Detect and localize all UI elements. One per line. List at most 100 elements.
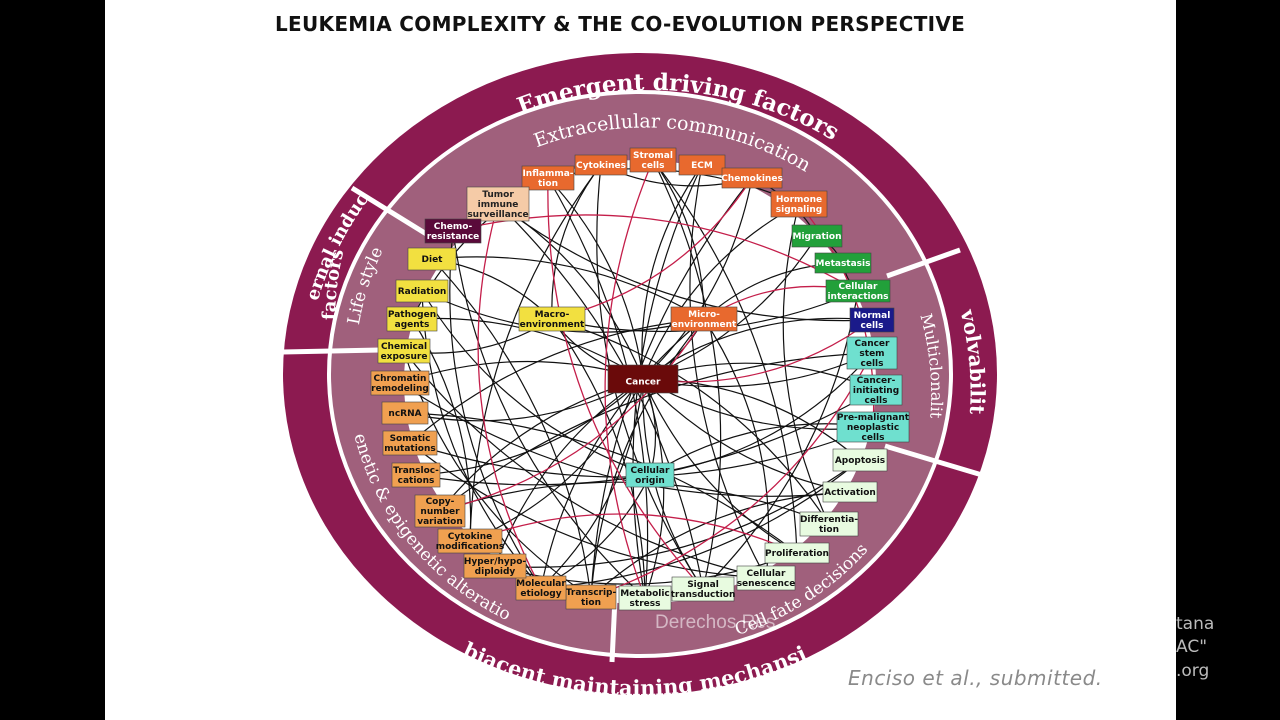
edge-transcription-micro <box>590 318 705 598</box>
edge-macro-metabolic <box>551 318 646 599</box>
node-label: Macro- <box>535 310 570 320</box>
node-label: Hormone <box>776 195 822 205</box>
node-label: environment <box>520 320 585 330</box>
node-label: Signal <box>687 580 719 590</box>
node-label: Cancer <box>626 377 662 387</box>
node-metastasis: Metastasis <box>814 252 872 274</box>
node-label: Cellular <box>839 282 878 292</box>
node-label: interactions <box>827 292 888 302</box>
edge-hormone-differentiation <box>782 203 830 525</box>
node-label: signaling <box>776 205 822 215</box>
node-label: Cytokines <box>576 161 626 171</box>
edge-senescence-micro <box>703 318 770 579</box>
node-label: Inflamma- <box>522 169 573 179</box>
edge-radiation-origin <box>421 290 651 476</box>
node-label: Tumor <box>482 190 514 200</box>
edge-activation-transcription <box>590 491 851 598</box>
node-label: resistance <box>427 232 480 242</box>
node-label: Micro- <box>688 310 720 320</box>
edge-red-stromal-metabolic <box>604 159 654 599</box>
separator-right <box>884 443 983 478</box>
edge-red-inflammation-signal <box>547 177 704 590</box>
edge-diet-transcription <box>431 258 592 598</box>
node-diet: Diet <box>407 247 457 271</box>
node-label: cells <box>642 161 665 171</box>
node-label: Radiation <box>398 287 447 297</box>
edge-stromal-micro <box>652 159 705 320</box>
separator-left <box>282 347 381 355</box>
node-label: Cellular <box>631 466 670 476</box>
edge-proliferation-cancer <box>642 378 798 554</box>
node-label: cations <box>398 476 435 486</box>
edge-somatic-micro <box>409 318 705 444</box>
node-inflammation: Inflamma-tion <box>521 165 575 191</box>
node-label: Transcrip- <box>566 588 617 598</box>
ring-border <box>327 90 953 658</box>
edge-ecm-cancer <box>641 164 703 380</box>
node-micro: Micro-environment <box>670 306 738 332</box>
node-label: Copy- <box>426 497 455 507</box>
edge-differentiation-macro <box>551 318 830 525</box>
node-label: Cytokine <box>448 532 493 542</box>
node-label: variation <box>417 517 463 527</box>
edge-hormone-cancer <box>642 203 800 380</box>
node-apoptosis: Apoptosis <box>832 448 888 472</box>
edge-signal-stromal <box>652 159 722 590</box>
node-label: remodeling <box>371 384 429 394</box>
edge-chemokines-cancer <box>642 177 753 380</box>
side-text-fragment: tana <box>1176 614 1215 634</box>
edge-red-micro-copy <box>439 318 705 512</box>
node-label: ECM <box>691 161 713 171</box>
edge-micro-molecular <box>540 318 705 589</box>
node-label: Cancer <box>855 339 891 349</box>
edge-copy-csc <box>439 352 873 512</box>
node-label: tion <box>538 179 558 189</box>
node-label: cells <box>862 433 885 443</box>
node-label: ncRNA <box>388 409 421 419</box>
node-label: Proliferation <box>765 549 829 559</box>
side-text-fragment: .org <box>1176 661 1210 681</box>
node-ncrna: ncRNA <box>381 401 429 425</box>
label-external-inducing: External inducing <box>0 0 373 303</box>
node-label: Chemical <box>381 342 427 352</box>
node-label: Chemokines <box>721 174 783 184</box>
edge-chromatin-activation <box>399 382 851 497</box>
side-text-fragment: AC" <box>1176 637 1208 657</box>
node-label: Activation <box>824 488 876 498</box>
node-label: immune <box>478 200 519 210</box>
edge-cyt_mod-cytokines <box>469 164 602 542</box>
node-label: stress <box>630 599 661 609</box>
node-label: Transloc- <box>393 466 439 476</box>
node-cytokines: Cytokines <box>574 154 628 176</box>
node-label: cells <box>865 396 888 406</box>
node-ecm: ECM <box>678 154 726 176</box>
node-label: Cancer- <box>857 376 896 386</box>
edge-red-cyt_mod-proliferation <box>469 513 798 554</box>
node-proliferation: Proliferation <box>764 542 830 564</box>
node-cancer: Cancer <box>607 364 679 394</box>
citation: Enciso et al., submitted. <box>848 666 1103 690</box>
separator-top-right <box>886 247 961 279</box>
node-label: tion <box>819 525 839 535</box>
node-label: Chemo- <box>434 222 473 232</box>
node-activation: Activation <box>822 481 878 503</box>
node-label: Stromal <box>633 151 673 161</box>
edge-hyper-cancer <box>494 378 644 567</box>
node-chemokines: Chemokines <box>721 167 783 189</box>
node-label: diploidy <box>475 567 516 577</box>
node-label: mutations <box>384 444 436 454</box>
node-label: senescence <box>737 579 796 589</box>
